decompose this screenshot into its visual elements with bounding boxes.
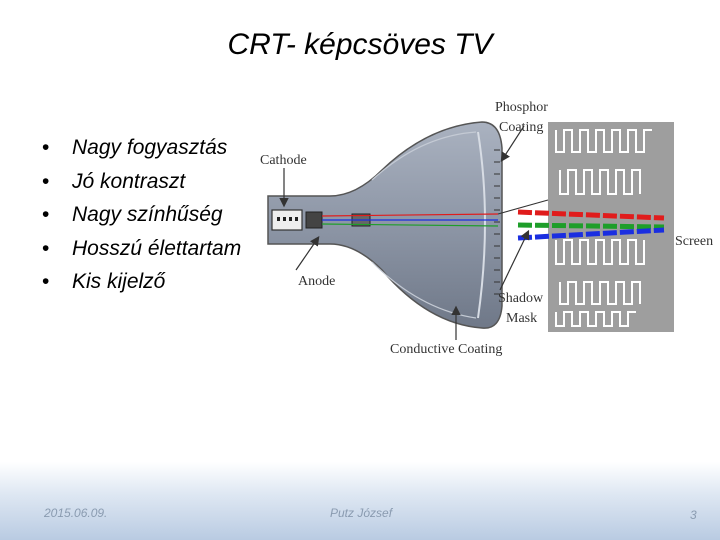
bullet-icon: • — [42, 203, 50, 226]
label-shadow: Shadow — [498, 291, 544, 306]
beam-red — [517, 209, 665, 221]
label-screen: Screen — [675, 234, 713, 249]
bullet-text: Jó kontraszt — [72, 169, 186, 193]
bullet-text: Nagy fogyasztás — [72, 136, 228, 159]
tube-inner-screen — [477, 131, 486, 319]
bullet-text: Kis kijelző — [72, 270, 166, 293]
crt-tube — [267, 121, 503, 329]
mask-slots — [555, 129, 652, 327]
label-conductive-coating: Conductive Coating — [390, 342, 502, 357]
callout-anode — [295, 236, 320, 271]
label-coating: Coating — [499, 120, 543, 135]
label-anode: Anode — [298, 274, 335, 289]
tube-inner-curve — [371, 131, 477, 181]
bullet-item: • Kis kijelző — [42, 265, 241, 299]
bullet-item: • Jó kontraszt — [42, 165, 241, 199]
bullet-item: • Hosszú élettartam — [42, 232, 241, 266]
cathode-pins — [277, 217, 298, 221]
bullet-text: Nagy színhűség — [72, 203, 223, 226]
callout-shadow-mask — [499, 229, 530, 291]
footer-date: 2015.06.09. — [44, 506, 108, 520]
page-number: 3 — [690, 508, 697, 522]
label-mask: Mask — [506, 311, 537, 326]
tube-inner-curve — [371, 261, 477, 319]
bullet-item: • Nagy fogyasztás — [42, 131, 241, 165]
beam-green — [517, 222, 665, 230]
footer-band — [0, 462, 720, 540]
grid-block — [305, 211, 323, 229]
callout-screen — [497, 199, 549, 215]
bullet-item: • Nagy színhűség — [42, 198, 241, 232]
screen-ticks — [494, 149, 500, 295]
bullet-text: Hosszú élettartam — [72, 236, 242, 260]
callout-phosphor — [500, 125, 525, 163]
bullet-list: • Nagy fogyasztás • Jó kontraszt • Nagy szí… — [42, 131, 241, 299]
cathode-block — [271, 209, 303, 231]
slide-title: CRT- képcsöves TV — [227, 28, 493, 61]
bullet-icon: • — [42, 169, 50, 193]
footer-author: Putz József — [330, 506, 393, 520]
bullet-icon: • — [42, 236, 50, 260]
beam-green-inner — [321, 223, 499, 227]
bullet-icon: • — [42, 136, 50, 159]
bullet-icon: • — [42, 270, 50, 293]
beam-red-inner — [321, 213, 499, 217]
label-phosphor: Phosphor — [495, 100, 548, 115]
beam-blue — [517, 227, 665, 241]
label-cathode: Cathode — [260, 153, 307, 168]
